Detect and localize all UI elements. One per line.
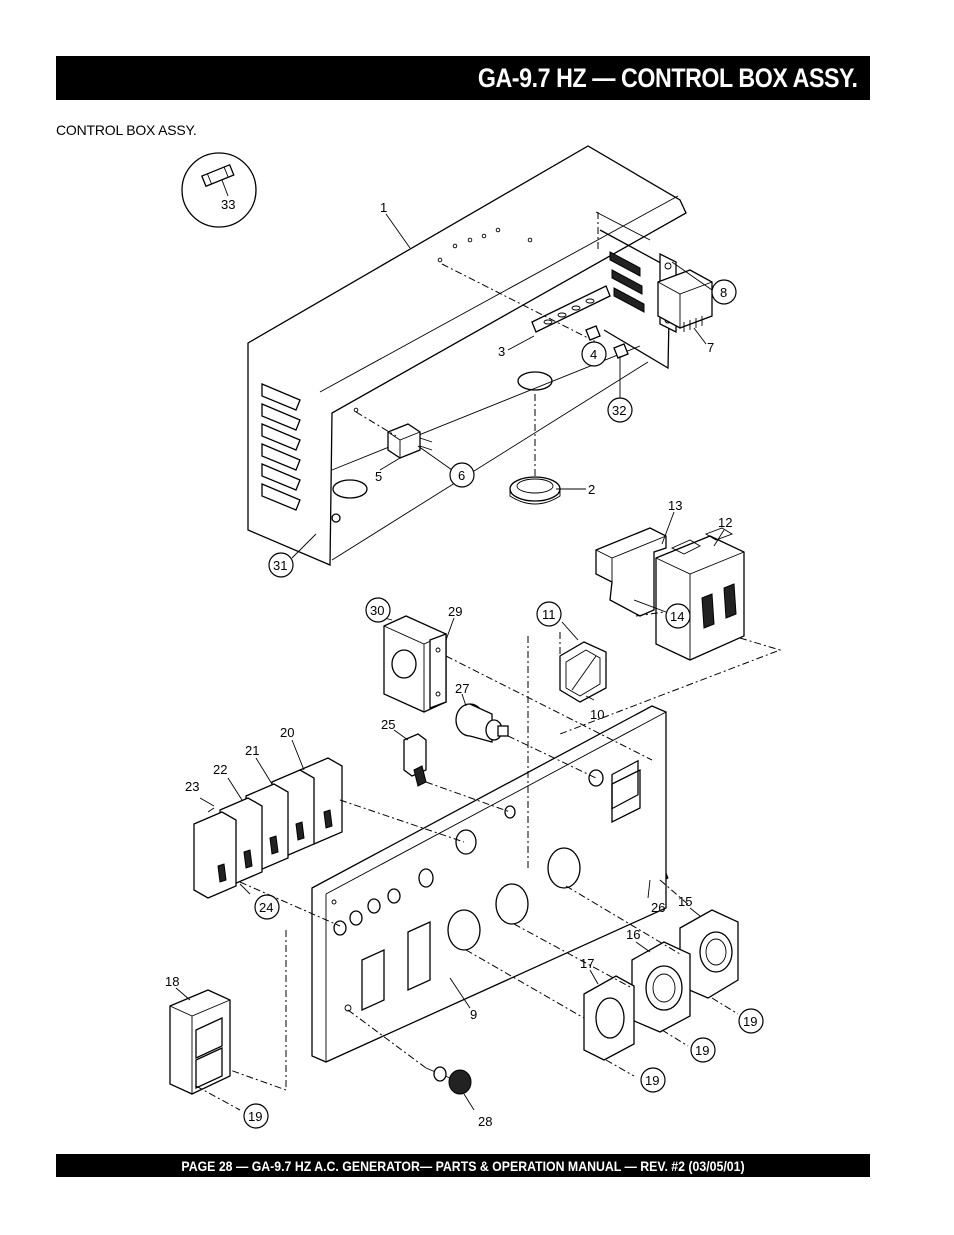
part-labels: 33 1 8 7 3 4 32 5 6 2 13 12 31 14 30 29 … [165, 197, 757, 1129]
page-title: GA-9.7 HZ — CONTROL BOX ASSY. [478, 62, 858, 93]
label-part-28: 28 [478, 1114, 492, 1129]
label-part-3: 3 [498, 344, 505, 359]
label-part-4: 4 [590, 347, 597, 362]
control-panel-plate [311, 705, 667, 1063]
label-part-10: 10 [590, 707, 604, 722]
breaker-bank [193, 757, 343, 899]
assembly-lines [195, 212, 782, 1111]
label-part-24: 24 [259, 900, 273, 915]
label-part-19-a: 19 [743, 1014, 757, 1029]
louvers [261, 383, 301, 511]
label-part-23: 23 [185, 779, 199, 794]
label-part-20: 20 [280, 725, 294, 740]
knob-28 [425, 1066, 472, 1095]
label-part-32: 32 [612, 403, 626, 418]
label-part-21: 21 [245, 743, 259, 758]
label-part-29: 29 [448, 604, 462, 619]
label-part-19-d: 19 [248, 1109, 262, 1124]
circuit-breaker [595, 527, 745, 661]
voltmeter [559, 641, 607, 703]
footer-bar: PAGE 28 — GA-9.7 HZ A.C. GENERATOR— PART… [56, 1154, 870, 1177]
relay [657, 269, 713, 332]
hour-meter [383, 615, 447, 713]
fuse-holder [455, 703, 509, 743]
label-part-16: 16 [626, 927, 640, 942]
label-part-12: 12 [718, 515, 732, 530]
label-part-14: 14 [670, 609, 684, 624]
receptacle-17 [583, 975, 635, 1061]
label-part-25: 25 [381, 717, 395, 732]
fuse-detail [181, 152, 257, 228]
grommet [509, 476, 561, 505]
section-label: CONTROL BOX ASSY. [56, 122, 197, 138]
label-part-13: 13 [668, 498, 682, 513]
callout-circles [243, 279, 764, 1129]
label-part-6: 6 [458, 468, 465, 483]
leader-lines [175, 213, 725, 1111]
label-part-7: 7 [707, 340, 714, 355]
label-part-9: 9 [470, 1007, 477, 1022]
label-part-17: 17 [580, 956, 594, 971]
label-part-30: 30 [370, 603, 384, 618]
label-part-15: 15 [678, 894, 692, 909]
label-part-8: 8 [720, 285, 727, 300]
label-part-26: 26 [651, 900, 665, 915]
label-part-18: 18 [165, 974, 179, 989]
bridge-rectifier [387, 423, 433, 459]
receptacle-18 [169, 989, 231, 1095]
footer-text: PAGE 28 — GA-9.7 HZ A.C. GENERATOR— PART… [181, 1157, 745, 1174]
toggle-switch-25 [403, 733, 427, 787]
label-part-27: 27 [455, 681, 469, 696]
label-part-33: 33 [221, 197, 235, 212]
label-part-22: 22 [213, 762, 227, 777]
label-part-1: 1 [380, 200, 387, 215]
title-bar: GA-9.7 HZ — CONTROL BOX ASSY. [56, 56, 870, 100]
receptacle-16 [631, 941, 691, 1033]
label-part-19-b: 19 [695, 1043, 709, 1058]
label-part-2: 2 [588, 482, 595, 497]
label-part-11: 11 [542, 607, 556, 622]
terminal-strip [531, 285, 629, 359]
label-part-5: 5 [375, 469, 382, 484]
label-part-31: 31 [273, 558, 287, 573]
label-part-19-c: 19 [645, 1073, 659, 1088]
